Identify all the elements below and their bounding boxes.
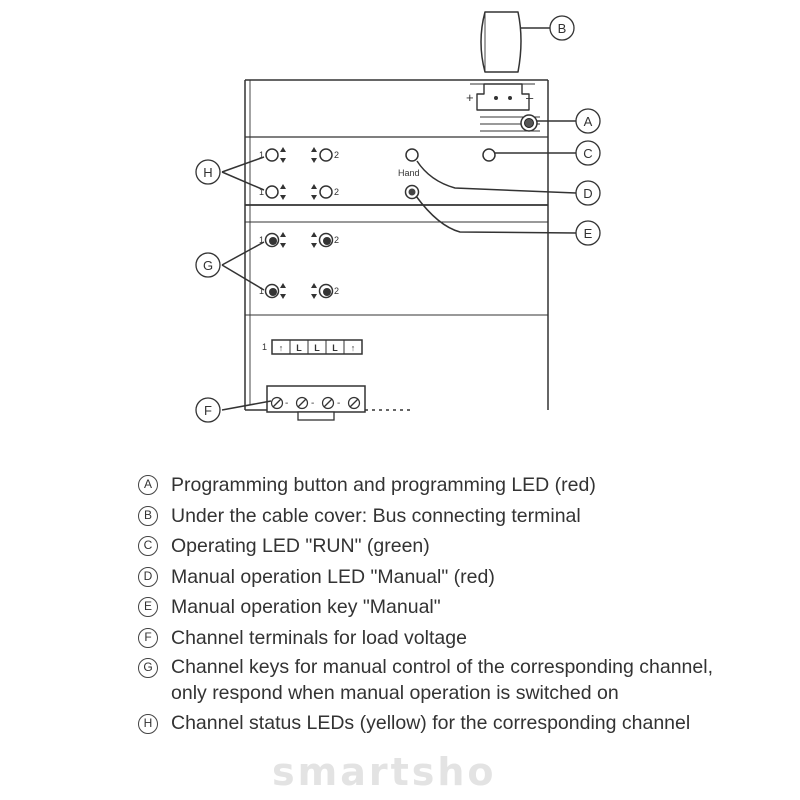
label-strip-cell: L [314, 343, 320, 353]
svg-text:B: B [558, 21, 567, 36]
legend-item-d: D Manual operation LED "Manual" (red) [138, 562, 738, 593]
watermark-logo: smartsho [272, 750, 497, 794]
svg-text:E: E [584, 226, 593, 241]
svg-text:H: H [203, 165, 212, 180]
legend-item-c: C Operating LED "RUN" (green) [138, 531, 738, 562]
direction-arrows-icon [280, 232, 286, 248]
legend-item-e: E Manual operation key "Manual" [138, 592, 738, 623]
legend-item-a: A Programming button and programming LED … [138, 470, 738, 501]
leader-line-e [415, 195, 577, 234]
legend-marker: B [138, 505, 158, 526]
legend-text: Channel status LEDs (yellow) for the cor… [171, 712, 691, 734]
legend-item-f: F Channel terminals for load voltage [138, 623, 738, 654]
svg-text:D: D [583, 186, 592, 201]
leader-line-g-lower [221, 264, 265, 291]
channel-key-1-lower[interactable]: 1 [259, 283, 286, 299]
channel-number-label: 1 [259, 150, 264, 160]
channel-number-label: 1 [259, 187, 264, 197]
channel-key-2-lower[interactable]: 2 [311, 283, 339, 299]
programming-led [524, 118, 534, 128]
callout-d: D [575, 180, 601, 206]
label-strip-cell: L [332, 343, 338, 353]
callout-g: G [195, 252, 221, 278]
legend-text: Programming button and programming LED (… [171, 474, 596, 496]
legend-marker: E [138, 597, 158, 617]
terminal-label-strip: ↑ L L L ↑ [271, 339, 363, 355]
channel-terminals: - - - [266, 385, 366, 421]
bus-connecting-terminal [476, 83, 530, 111]
channel-key-2-upper[interactable]: 2 [311, 232, 339, 248]
legend-list: A Programming button and programming LED … [138, 470, 738, 742]
programming-button[interactable] [520, 114, 538, 132]
svg-text:C: C [583, 146, 592, 161]
callout-c: C [575, 140, 601, 166]
callout-h: H [195, 159, 221, 185]
direction-arrows-icon [280, 184, 286, 200]
legend-text: Operating LED "RUN" (green) [171, 535, 430, 557]
direction-arrows-icon [311, 232, 317, 248]
legend-item-b: B Under the cable cover: Bus connecting t… [138, 501, 738, 532]
label-strip-cell: ↑ [279, 343, 284, 353]
channel-number-label: 2 [334, 187, 339, 197]
legend-marker: G [138, 658, 158, 678]
legend-marker: H [138, 714, 158, 734]
callout-e: E [575, 220, 601, 246]
svg-text:A: A [584, 114, 593, 129]
direction-arrows-icon [311, 283, 317, 299]
direction-arrows-icon [280, 147, 286, 163]
legend-marker: A [138, 475, 158, 495]
callout-b: B [549, 15, 575, 41]
manual-label: Hand [398, 168, 420, 178]
terminal-dash: - [337, 398, 340, 409]
bus-minus-label: – [526, 90, 534, 105]
leader-line-f [221, 400, 272, 411]
legend-text: Manual operation key "Manual" [171, 596, 441, 618]
legend-text: Channel keys for manual control of the c… [171, 656, 713, 704]
svg-text:G: G [203, 258, 213, 273]
label-strip-number: 1 [262, 342, 267, 352]
channel-number-label: 1 [259, 235, 264, 245]
operating-led-run [482, 148, 496, 162]
manual-operation-led [405, 148, 419, 162]
leader-line-g-upper [221, 241, 265, 266]
legend-text: Under the cable cover: Bus connecting te… [171, 504, 581, 527]
direction-arrows-icon [311, 147, 317, 163]
legend-marker: F [138, 627, 158, 648]
bus-plus-label: + [466, 90, 474, 105]
callout-f: F [195, 397, 221, 423]
channel-number-label: 1 [259, 286, 264, 296]
terminal-dash: - [285, 398, 288, 409]
channel-key-1-upper[interactable]: 1 [259, 232, 286, 248]
label-strip-cell: ↑ [351, 343, 356, 353]
legend-marker: C [138, 536, 158, 556]
channel-status-led-1-lower: 1 [259, 184, 286, 200]
manual-operation-key[interactable] [404, 184, 420, 200]
legend-text: Manual operation LED "Manual" (red) [171, 565, 495, 588]
bus-terminal-pin [508, 96, 512, 100]
legend-item-h: H Channel status LEDs (yellow) for the co… [138, 711, 738, 737]
bus-terminal-pin [494, 96, 498, 100]
channel-number-label: 2 [334, 235, 339, 245]
leader-line-h-lower [221, 171, 265, 191]
legend-marker: D [138, 566, 158, 587]
cable-cover [480, 11, 522, 73]
terminal-dash: - [311, 398, 314, 409]
channel-status-led-1-upper: 1 [259, 147, 286, 163]
callout-a: A [575, 108, 601, 134]
direction-arrows-icon [280, 283, 286, 299]
legend-item-g: G Channel keys for manual control of the … [138, 655, 738, 706]
label-strip-cell: L [296, 343, 302, 353]
channel-number-label: 2 [334, 150, 339, 160]
channel-number-label: 2 [334, 286, 339, 296]
channel-status-led-2-upper: 2 [311, 147, 339, 163]
channel-status-led-2-lower: 2 [311, 184, 339, 200]
svg-text:F: F [204, 403, 212, 418]
leader-line-h-upper [221, 156, 265, 173]
legend-text: Channel terminals for load voltage [171, 626, 467, 649]
direction-arrows-icon [311, 184, 317, 200]
leader-line-d [416, 160, 577, 194]
